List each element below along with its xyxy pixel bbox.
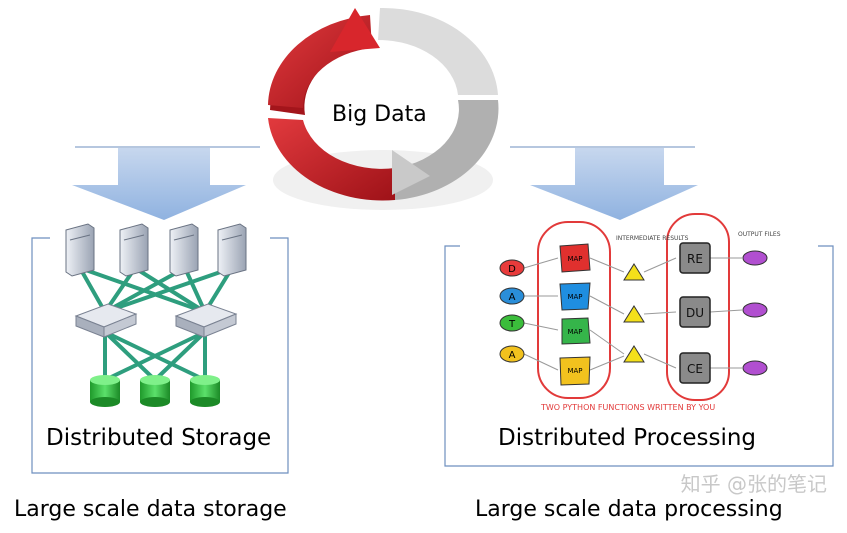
disk-icon — [90, 375, 120, 407]
svg-text:CE: CE — [687, 362, 703, 376]
reduce-box: CE — [679, 352, 711, 384]
processing-caption: Large scale data processing — [475, 497, 783, 522]
reduce-box: RE — [679, 242, 711, 274]
input-blob: A — [499, 345, 525, 363]
sketch-arrows — [523, 257, 743, 371]
big-data-label: Big Data — [332, 102, 427, 127]
map-box: MAP — [561, 317, 591, 345]
output-file-blob — [742, 302, 768, 318]
mapreduce-sketch: D A T A MAP MAP MAP MAP — [499, 213, 781, 412]
server-icon — [119, 223, 149, 277]
distributed-processing-label: Distributed Processing — [498, 425, 757, 451]
intermediate-triangle — [623, 263, 645, 281]
svg-text:D: D — [508, 264, 516, 275]
reduce-group-outline — [666, 213, 730, 401]
svg-text:MAP: MAP — [567, 255, 582, 263]
server-icon — [65, 223, 95, 277]
svg-text:A: A — [509, 350, 516, 361]
watermark: 知乎 @张的笔记 — [680, 472, 827, 496]
switch-icon — [74, 303, 138, 338]
server-icon — [217, 223, 247, 277]
disk-icon — [140, 375, 170, 407]
svg-text:DU: DU — [686, 306, 704, 320]
storage-box — [31, 237, 289, 474]
intermediate-triangle — [623, 345, 645, 363]
input-blob: D — [499, 259, 525, 277]
server-icon — [169, 223, 199, 277]
storage-links — [78, 266, 234, 382]
svg-text:RE: RE — [687, 252, 703, 266]
map-box: MAP — [559, 282, 591, 311]
svg-text:MAP: MAP — [567, 328, 582, 336]
intermediate-results-label: INTERMEDIATE RESULTS — [616, 235, 689, 242]
processing-box — [444, 245, 834, 467]
input-blob: T — [499, 314, 525, 332]
svg-text:MAP: MAP — [567, 367, 582, 375]
svg-text:A: A — [509, 292, 516, 303]
big-data-ring — [268, 7, 499, 210]
svg-text:T: T — [508, 319, 516, 330]
intermediate-triangle — [623, 305, 645, 323]
output-file-blob — [742, 360, 768, 376]
switch-icon — [174, 303, 238, 338]
map-box: MAP — [559, 243, 591, 273]
storage-caption: Large scale data storage — [14, 497, 287, 522]
down-arrow-right — [530, 148, 698, 220]
svg-text:MAP: MAP — [567, 293, 582, 301]
reduce-box: DU — [679, 296, 711, 328]
map-box: MAP — [559, 356, 591, 386]
output-file-blob — [742, 250, 768, 266]
down-arrow-left — [72, 148, 246, 220]
map-group-outline — [537, 221, 611, 399]
output-files-label: OUTPUT FILES — [738, 231, 781, 238]
disk-icon — [190, 375, 220, 407]
distributed-storage-label: Distributed Storage — [46, 425, 272, 451]
sketch-footer: TWO PYTHON FUNCTIONS WRITTEN BY YOU — [540, 403, 715, 412]
input-blob: A — [499, 287, 525, 305]
